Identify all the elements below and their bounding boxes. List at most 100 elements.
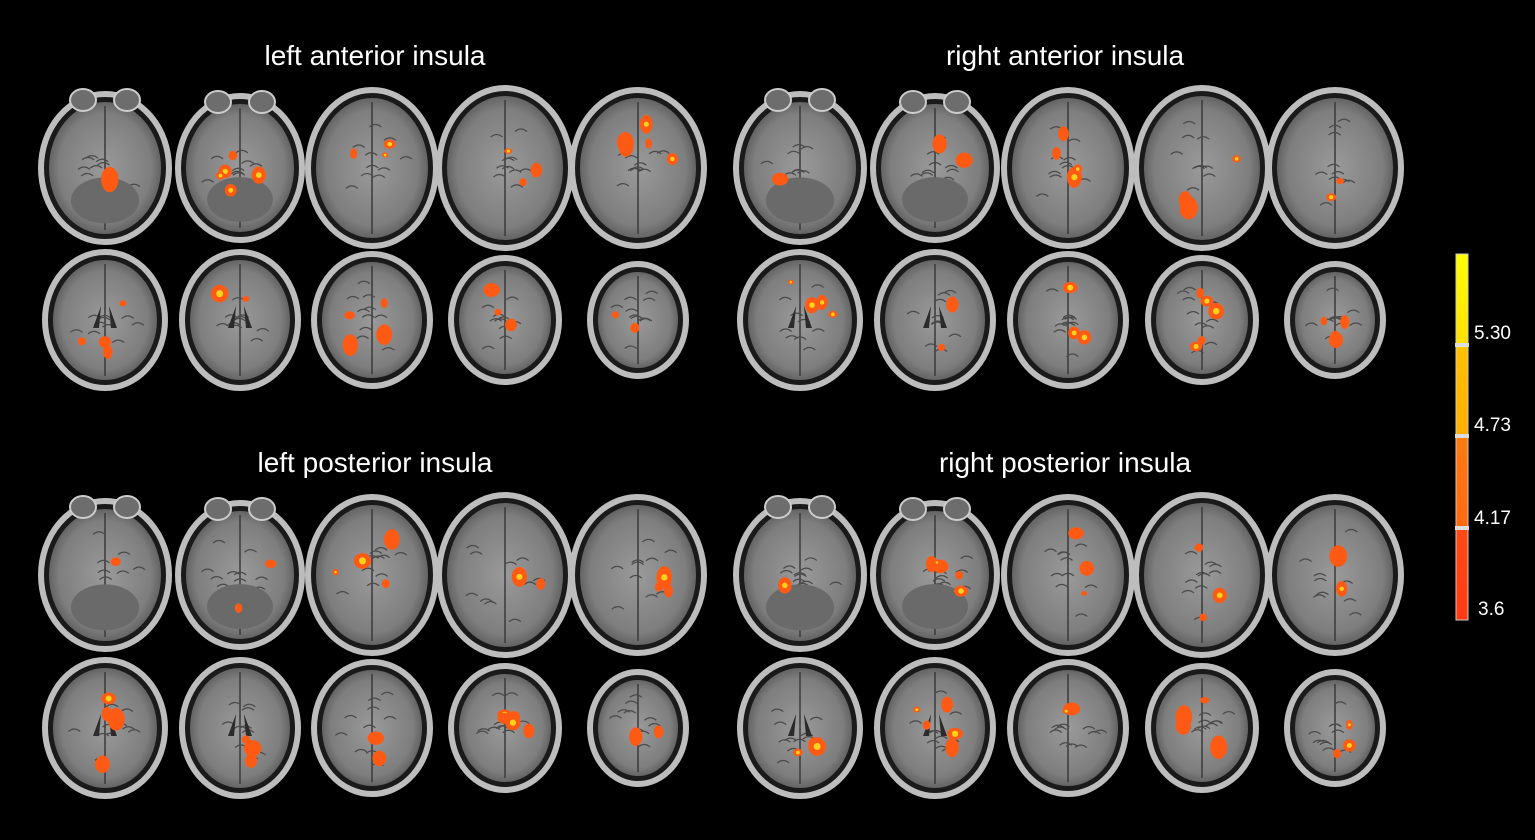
colorbar-label-4-73: 4.73 <box>1474 415 1511 436</box>
activation-blob <box>1320 316 1328 326</box>
brain-slice <box>870 90 1000 243</box>
brain-slice <box>1133 85 1271 251</box>
brain-slice <box>1007 251 1129 389</box>
activation-blob <box>1336 177 1345 185</box>
activation-blob <box>265 559 277 569</box>
brain-slice <box>569 494 707 656</box>
brain-slice <box>448 255 562 385</box>
activation-blob <box>941 696 954 713</box>
activation-blob <box>645 138 653 149</box>
brain-slice <box>1145 255 1259 385</box>
activation-blob <box>228 150 238 161</box>
activation-blob <box>110 557 121 567</box>
panel-title-left-posterior: left posterior insula <box>257 447 493 478</box>
brain-slice <box>42 249 168 391</box>
activation-blob <box>103 345 113 359</box>
activation-blob <box>380 298 388 309</box>
brain-slice <box>1001 87 1135 249</box>
brain-slice <box>569 87 707 249</box>
brain-slice <box>733 88 867 245</box>
activation-blob <box>946 296 959 313</box>
panel-title-right-posterior: right posterior insula <box>938 447 1192 478</box>
brain-slice <box>587 261 689 379</box>
brain-slice <box>870 497 1000 650</box>
activation-blob <box>344 311 355 320</box>
activation-blob <box>664 584 674 598</box>
activation-blob <box>945 738 959 758</box>
activation-blob <box>494 308 502 316</box>
activation-blob <box>1058 126 1069 142</box>
panel-title-right-anterior: right anterior insula <box>945 40 1185 71</box>
brain-slice <box>1133 492 1271 658</box>
brain-slice <box>1007 659 1129 797</box>
activation-blob <box>519 178 527 187</box>
brain-slice <box>1284 669 1386 787</box>
brain-slice <box>179 249 301 391</box>
activation-blob <box>505 318 517 332</box>
activation-blob <box>932 134 947 154</box>
activation-blob <box>654 582 663 592</box>
brain-slice <box>737 657 863 799</box>
colorbar-label-3-6: 3.6 <box>1478 599 1505 620</box>
activation-blob <box>1340 315 1350 329</box>
activation-blob <box>1052 146 1061 160</box>
activation-blob <box>1329 545 1348 567</box>
activation-blob <box>523 723 535 739</box>
activation-blob <box>1200 696 1210 704</box>
activation-blob <box>771 172 789 186</box>
brain-slice <box>587 669 689 787</box>
colorbar-label-5-30: 5.30 <box>1474 323 1511 344</box>
colorbar <box>1455 253 1469 621</box>
activation-blob <box>536 578 546 590</box>
activation-blob <box>384 529 400 550</box>
activation-blob <box>630 322 640 333</box>
brain-slice <box>311 659 433 797</box>
activation-blob <box>611 311 619 319</box>
activation-blob <box>95 755 110 774</box>
brain-slice <box>38 495 172 652</box>
activation-blob <box>1210 735 1228 760</box>
activation-blob <box>618 136 634 157</box>
brain-slice <box>874 249 996 391</box>
brain-slice <box>1145 663 1259 793</box>
activation-blob <box>937 343 946 351</box>
brain-slice <box>1266 87 1404 249</box>
activation-blob <box>244 754 258 768</box>
brain-slice <box>42 657 168 799</box>
activation-blob <box>242 295 250 302</box>
brain-slice <box>448 663 562 793</box>
brain-slice <box>175 90 305 243</box>
panel-title-left-anterior: left anterior insula <box>264 40 486 71</box>
brain-slice <box>305 87 439 249</box>
brain-slice <box>1284 261 1386 379</box>
activation-blob <box>1199 613 1208 622</box>
activation-blob <box>1175 716 1191 735</box>
activation-blob <box>483 283 500 297</box>
activation-blob <box>77 337 86 346</box>
activation-blob <box>1194 543 1204 552</box>
activation-blob <box>1333 748 1342 759</box>
activation-blob <box>119 300 127 307</box>
brain-slice <box>311 251 433 389</box>
activation-blob <box>376 324 393 345</box>
activation-blob <box>653 725 664 739</box>
activation-blob <box>922 720 931 730</box>
activation-blob <box>1197 336 1206 345</box>
activation-blob <box>372 750 387 767</box>
activation-blob <box>955 152 973 168</box>
brain-slice <box>175 497 305 650</box>
activation-blob <box>1068 527 1084 540</box>
activation-blob <box>1330 330 1340 342</box>
activation-blob <box>629 727 643 746</box>
activation-blob <box>241 735 251 744</box>
activation-blob <box>101 166 119 193</box>
activation-blob <box>367 731 385 745</box>
brain-slice <box>179 657 301 799</box>
activation-blob <box>107 708 125 731</box>
brain-slice <box>874 657 996 799</box>
activation-blob <box>342 334 358 356</box>
brain-slice <box>737 249 863 391</box>
brain-slice <box>1266 494 1404 656</box>
activation-blob <box>98 336 111 348</box>
activation-blob <box>1178 191 1192 209</box>
